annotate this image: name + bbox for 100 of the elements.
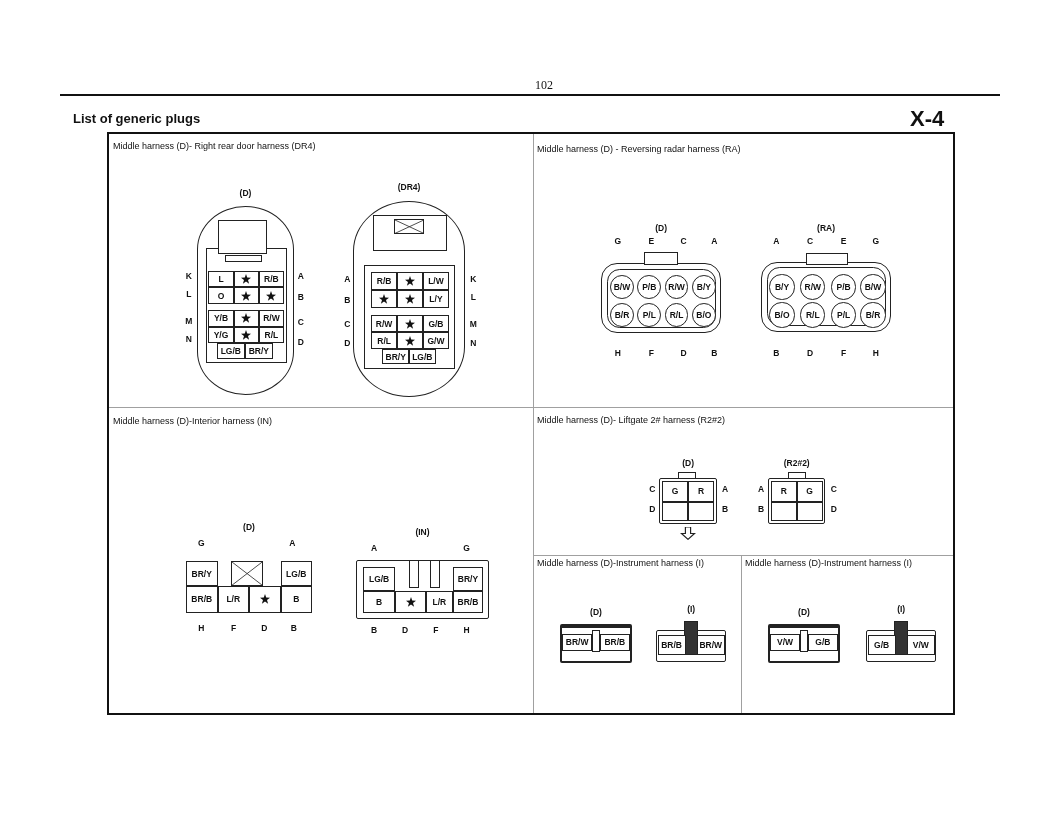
pin-letter: B [757, 503, 765, 514]
wire-color-code: BR/B [452, 591, 484, 614]
pin-letter: N [185, 334, 192, 345]
pin-letter: G [614, 235, 622, 246]
pin-letter: K [470, 274, 477, 284]
pin-letter: G [872, 235, 880, 246]
panel-heading: Middle harness (D)- Right rear door harness (DR4) [113, 141, 316, 151]
pin-letter: D [297, 337, 304, 347]
pin-letter: C [680, 235, 687, 246]
pin-letter: D [344, 338, 351, 349]
pin-letter: F [648, 347, 654, 358]
wire-color-code: L/Y [423, 290, 449, 309]
wire-color-code: R [688, 480, 714, 502]
pin-letter: B [344, 295, 351, 305]
pin-letter: B [371, 625, 378, 636]
pin-letter: H [198, 623, 205, 634]
pin-letter: A [773, 235, 780, 246]
connector-label: (D) [589, 607, 603, 618]
pin-letter: C [830, 484, 837, 495]
pin-letter: H [463, 625, 470, 636]
pin-letter: C [297, 317, 304, 328]
pin-letter: E [840, 235, 847, 246]
pin-letter: A [711, 235, 718, 246]
wire-color-code: LG/B [280, 561, 312, 587]
connector-label: (D) [242, 521, 256, 532]
wire-color-code: R/L [371, 332, 398, 349]
pin-letter: A [297, 271, 304, 282]
pin-letter: A [344, 274, 351, 284]
wire-color-code: BR/Y [452, 567, 484, 591]
pin-letter: L [186, 289, 192, 300]
pin-letter: H [614, 347, 621, 358]
wire-color-code: B [363, 591, 396, 614]
wire-color-code: R/W [371, 315, 398, 333]
connector-label: (I) [686, 604, 697, 615]
pin-letter: D [261, 623, 268, 634]
panel-heading: Middle harness (D)-Interior harness (IN) [113, 416, 273, 426]
panel-heading: Middle harness (D)-Instrument harness (I) [537, 558, 705, 568]
pin-letter: D [806, 347, 814, 358]
pin-letter: C [806, 235, 814, 246]
wire-color-code: G/B [423, 315, 449, 333]
pin-letter: B [711, 347, 718, 358]
pin-letter: H [872, 347, 879, 358]
pin-letter: A [289, 537, 296, 548]
pin-letter: F [231, 623, 237, 634]
wire-color-code: G/B [867, 635, 896, 655]
wire-color-code: G/W [423, 332, 449, 349]
pin-letter: B [297, 292, 304, 303]
pin-letter: A [722, 484, 729, 495]
panel-heading: Middle harness (D)-Instrument harness (I) [745, 558, 913, 568]
wire-color-code: BR/B [657, 635, 686, 655]
connector-label: (D) [654, 222, 669, 233]
connector-label: (DR4) [396, 182, 422, 193]
connector-label: (IN) [414, 526, 431, 537]
panel-heading: Middle harness (D)- Liftgate 2# harness (R2#2) [537, 415, 726, 425]
wire-color-code: LG/B [409, 349, 436, 365]
pin-letter: M [185, 316, 193, 326]
pin-letter: C [344, 318, 351, 329]
pin-letter: B [290, 623, 297, 634]
wire-color-code: G [662, 480, 689, 502]
wire-color-code: O [208, 287, 234, 305]
pin-letter: B [773, 347, 780, 358]
section-code: X-4 [910, 106, 945, 132]
page-number: 102 [534, 78, 554, 93]
pin-letter: M [469, 318, 477, 329]
wire-color-code: L/R [217, 586, 249, 613]
pin-letter: F [433, 625, 439, 636]
connector-label: (D) [681, 458, 695, 469]
pin-letter: D [680, 347, 687, 358]
pin-letter: B [722, 503, 729, 514]
wire-color-code: L/W [423, 272, 449, 291]
pin-letter: N [470, 338, 477, 349]
pin-letter: D [830, 503, 837, 514]
pin-letter: A [371, 542, 378, 553]
wire-color-code: R/B [371, 272, 398, 291]
wire-color-code: BR/B [186, 586, 218, 613]
connector-label: (D) [238, 188, 253, 198]
wire-color-code: LG/B [216, 343, 245, 359]
wire-color-code: BR/Y [244, 343, 273, 359]
pin-letter: D [401, 625, 409, 636]
wire-color-code: BR/Y [186, 561, 218, 587]
wire-color-code: BR/W [696, 635, 725, 655]
wire-color-code: L/R [426, 591, 453, 614]
connector-label: (D) [797, 607, 811, 618]
wire-color-code: V/W [906, 635, 935, 655]
pin-letter: L [470, 292, 476, 303]
pin-letter: C [649, 484, 656, 495]
pin-letter: K [185, 271, 192, 282]
pin-letter: D [649, 503, 656, 514]
panel-heading: Middle harness (D) - Reversing radar harness (RA) [537, 144, 741, 154]
pin-letter: E [648, 235, 655, 246]
connector-label: (R2#2) [782, 458, 811, 469]
connector-label: (RA) [816, 222, 837, 233]
pin-letter: G [198, 537, 205, 548]
pin-letter: F [841, 347, 847, 358]
page-title: List of generic plugs [73, 111, 201, 126]
pin-letter: G [463, 542, 470, 553]
connector-label: (I) [896, 604, 907, 615]
wire-color-code: BR/Y [382, 349, 409, 365]
wire-color-code: LG/B [363, 567, 396, 591]
pin-letter: A [757, 484, 765, 495]
